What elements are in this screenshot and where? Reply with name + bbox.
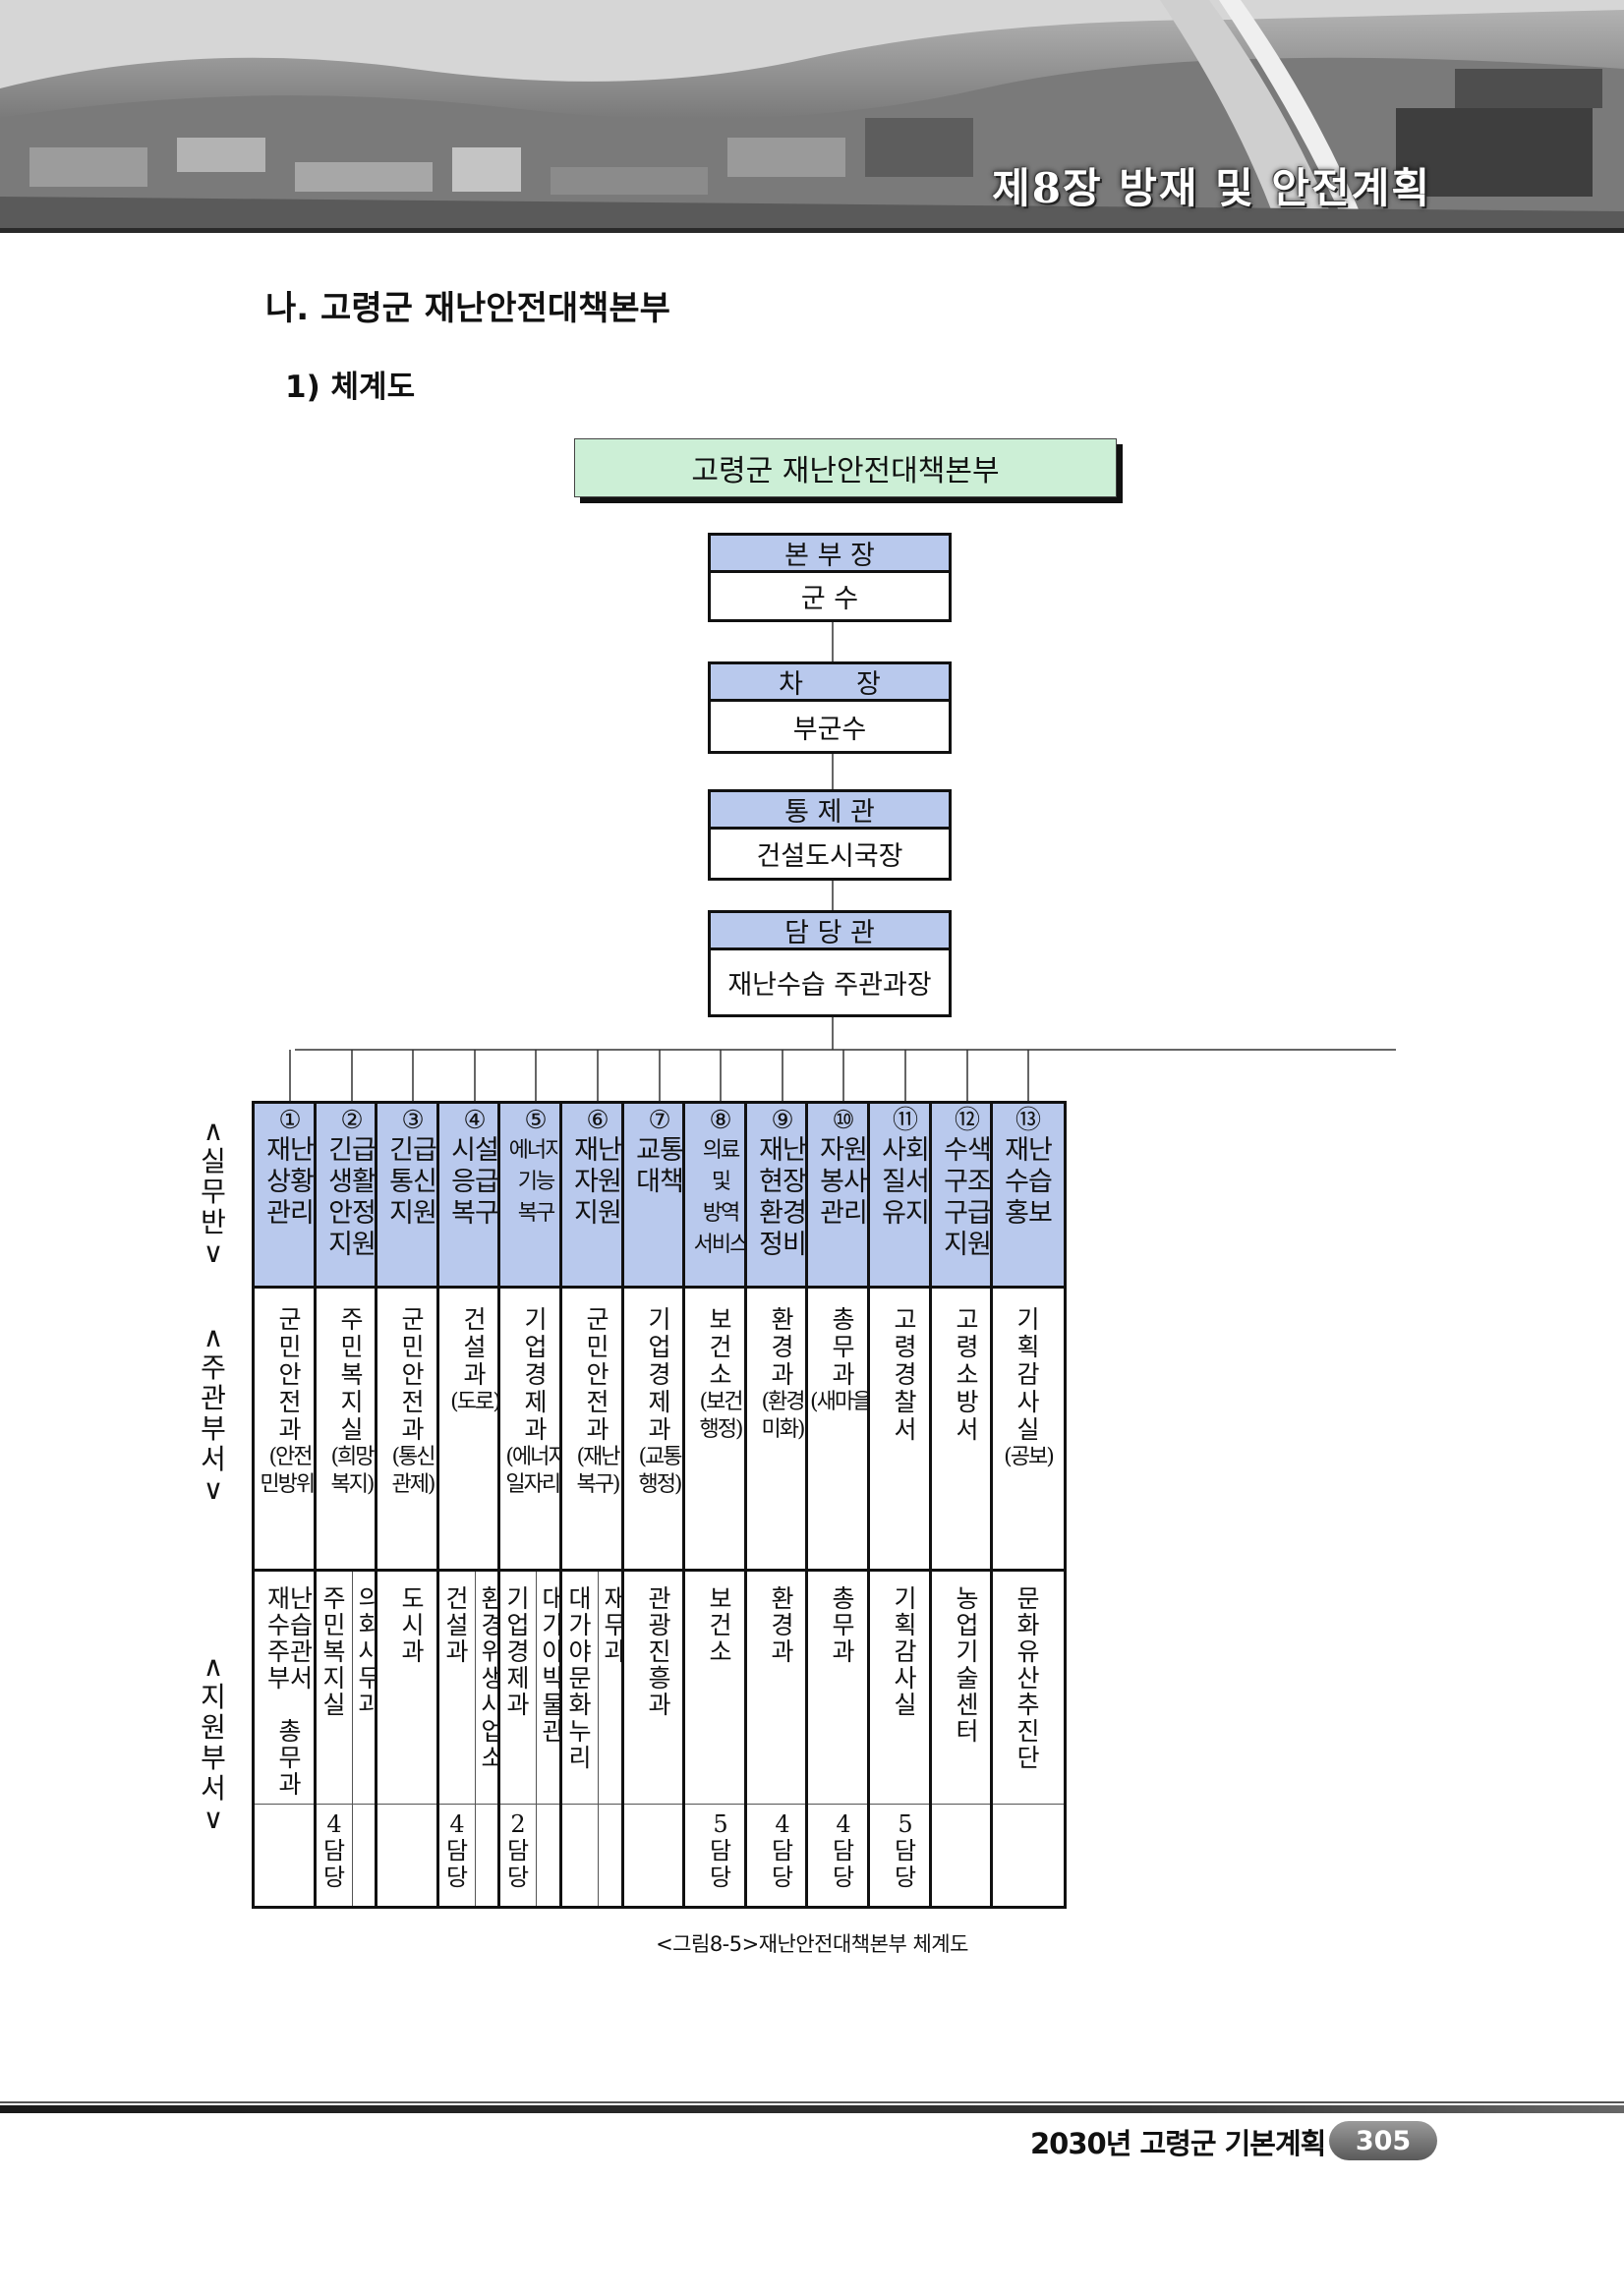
side-label-main-department: ∧ 주 관 부 서 ∨ [197,1322,230,1505]
page-number-badge: 305 [1329,2121,1437,2160]
team-number: ⑬ [993,1106,1064,1135]
rank-title: 통 제 관 [711,792,949,830]
staff-count: 4 담 당 [439,1811,475,1891]
side-label-support-department: ∧ 지 원 부 서 ∨ [197,1651,230,1834]
support-divider-vertical [598,1572,599,1906]
main-department-name: 기 획 감 사 실 [993,1306,1064,1444]
rank-box-deputy-chief: 차 장 부군수 [708,661,952,754]
support-divider-horizontal [993,1804,1064,1805]
chart-title-box: 고령군 재난안전대책본부 [574,438,1117,497]
support-department-name: 대 가 야 문 화 누 리 [562,1572,598,1804]
main-department-cell: 기 획 감 사 실(공보) [993,1289,1064,1572]
rank-holder: 건설도시국장 [711,830,949,878]
team-name: 재난 수습 홍보 [993,1135,1064,1230]
footer-rule-thick [0,2105,1624,2113]
support-divider-vertical [536,1572,537,1906]
support-department-cell: 문 화 유 산 추 진 단 [993,1572,1064,1906]
rank-holder: 부군수 [711,702,949,751]
side-label-working-team: ∧ 실 무 반 ∨ [197,1116,230,1268]
staff-count: 4 담 당 [317,1811,352,1891]
staff-count: 2 담 당 [500,1811,536,1891]
footer-document-title: 2030년 고령군 기본계획 [1030,2121,1325,2162]
rank-box-officer-in-charge: 담 당 관 재난수습 주관과장 [708,910,952,1017]
rank-title: 본 부 장 [711,536,949,573]
support-department-name: 주 민 복 지 실 [317,1572,352,1804]
support-divider-vertical [475,1572,476,1906]
rank-title: 담 당 관 [711,913,949,950]
figure-caption: <그림8-5>재난안전대책본부 체계도 [0,1928,1624,1958]
support-department-name: 건 설 과 [439,1572,475,1804]
main-department-note: (공보) [993,1444,1064,1471]
footer-rule [0,2101,1624,2103]
rank-holder: 군 수 [711,573,949,619]
rank-title: 차 장 [711,664,949,702]
support-department-name: 기 업 경 제 과 [500,1572,536,1804]
rank-holder: 재난수습 주관과장 [711,950,949,1014]
rank-box-controller: 통 제 관 건설도시국장 [708,789,952,881]
rank-box-headquarters-chief: 본 부 장 군 수 [708,533,952,622]
support-department-name: 문 화 유 산 추 진 단 [993,1572,1064,1804]
support-divider-vertical [352,1572,353,1906]
